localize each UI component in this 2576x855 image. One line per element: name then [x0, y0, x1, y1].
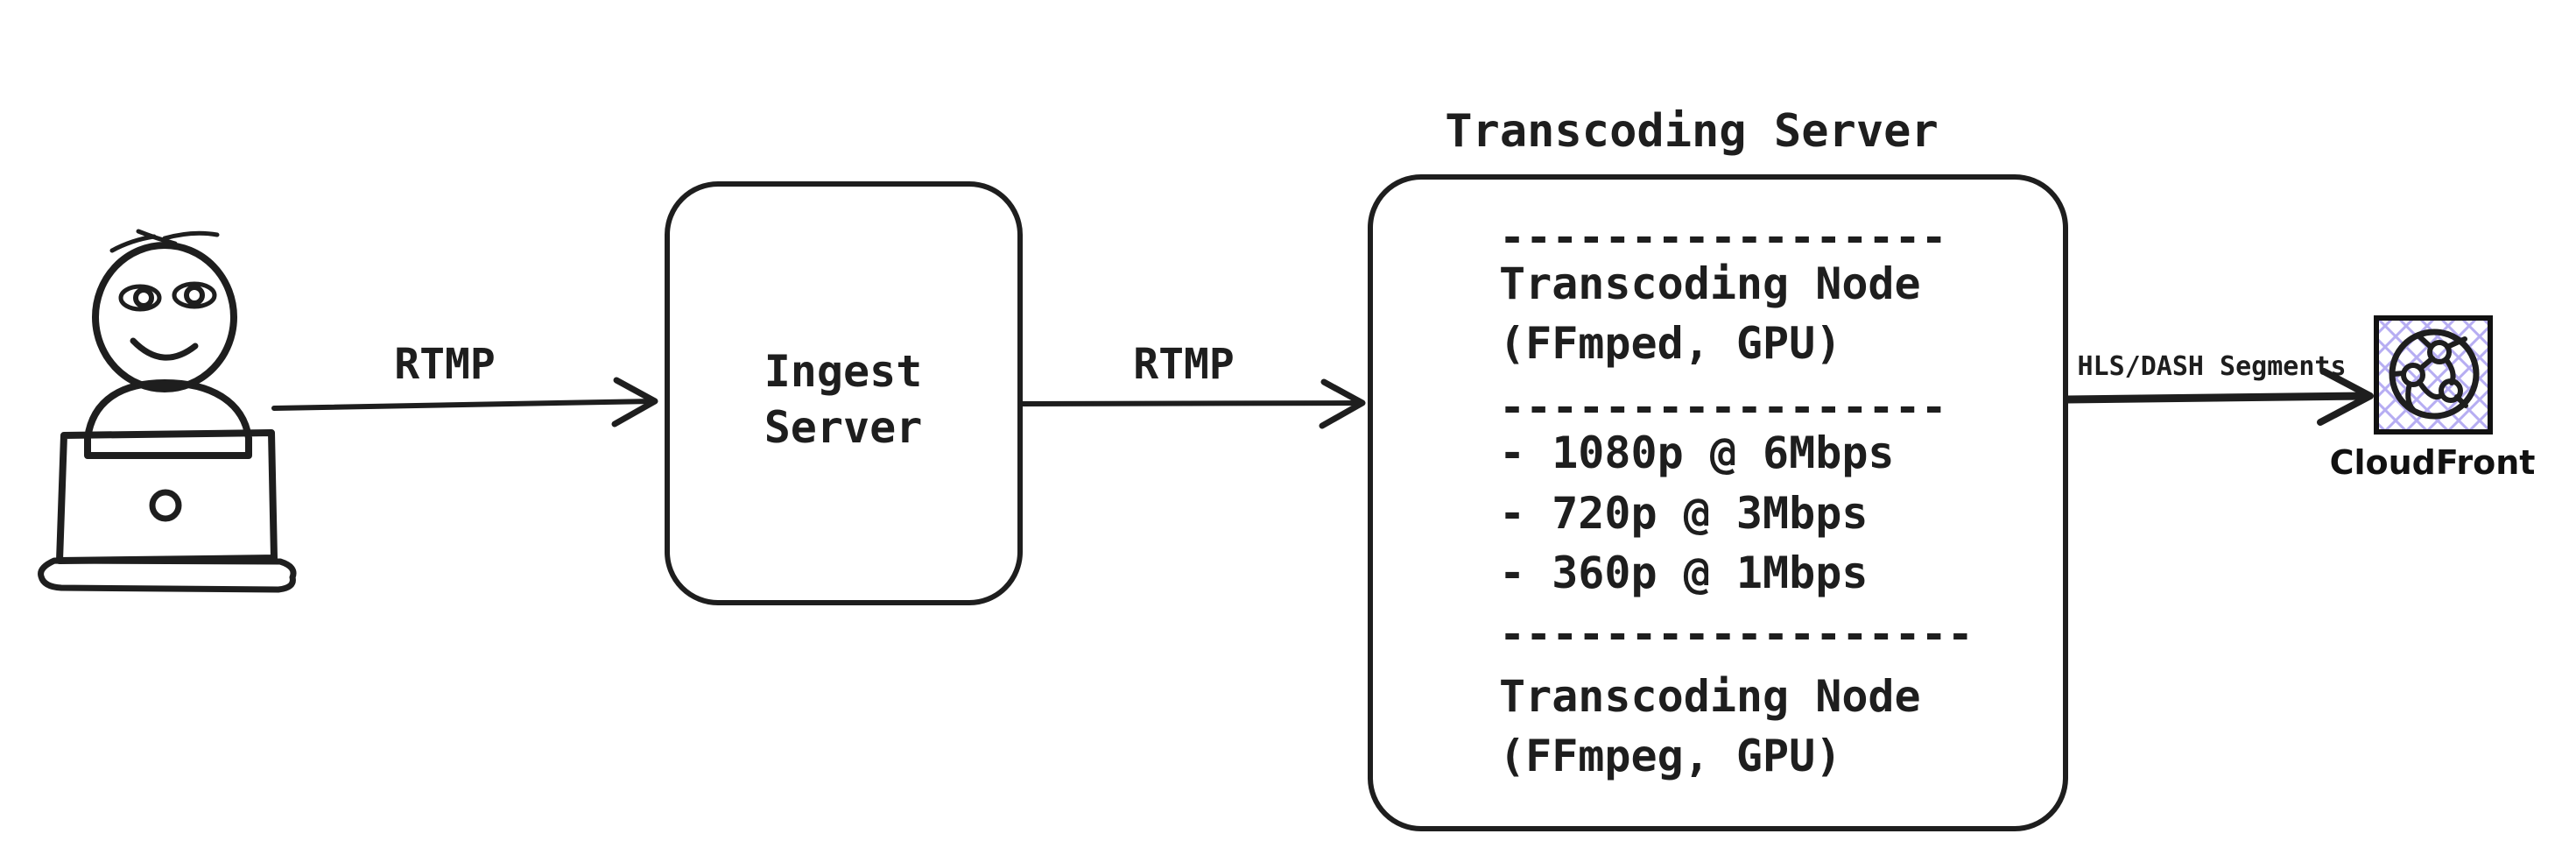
- arrow-shaft: [1019, 400, 1363, 406]
- globe-node: [2401, 363, 2425, 387]
- transcoding-node-1-detail: (FFmped, GPU): [1499, 318, 1841, 369]
- ingest-label-line2: Server: [764, 402, 923, 453]
- cloudfront-node: CloudFront: [2330, 315, 2536, 482]
- smile: [130, 337, 199, 361]
- transcoding-node-2-label: Transcoding Node: [1499, 671, 1921, 722]
- separator-line: -----------------: [1499, 382, 1947, 433]
- streamer-figure: [38, 229, 297, 593]
- transcoding-server-shape: [1368, 174, 2068, 831]
- hair-strand: [136, 229, 178, 246]
- hair-strand: [162, 230, 220, 241]
- rendition-360p: - 360p @ 1Mbps: [1499, 548, 1868, 598]
- cloudfront-label: CloudFront: [2330, 443, 2536, 482]
- globe-node: [2427, 340, 2452, 364]
- globe-link: [2445, 336, 2467, 350]
- edge-label-rtmp-2: RTMP: [1133, 340, 1235, 389]
- transcoding-server-box: Transcoding Server ----------------- Tra…: [1368, 105, 2068, 831]
- globe-node: [2439, 378, 2463, 403]
- transcoding-node-2-detail: (FFmpeg, GPU): [1499, 731, 1841, 781]
- cloudfront-box: [2374, 315, 2493, 435]
- transcoding-server-title: Transcoding Server: [1445, 105, 1939, 158]
- laptop-screen: [56, 429, 278, 564]
- separator-line: -----------------: [1499, 212, 1947, 263]
- right-eye: [172, 281, 217, 309]
- arrow-segments: HLS/DASH Segments: [2063, 351, 2374, 426]
- left-pupil: [133, 287, 154, 308]
- arrow-shaft: [271, 399, 656, 411]
- ingest-server-box: Ingest Server: [665, 181, 1023, 605]
- laptop-base: [38, 557, 297, 593]
- laptop-logo: [149, 489, 182, 522]
- arrowhead-icon: [1319, 378, 1366, 429]
- streamer-head: [92, 242, 237, 392]
- rendition-720p: - 720p @ 3Mbps: [1499, 488, 1868, 539]
- right-pupil: [184, 285, 205, 306]
- arrow-rtmp-2: RTMP: [1019, 340, 1366, 429]
- globe-link: [2405, 381, 2419, 415]
- edge-label-segments: HLS/DASH Segments: [2077, 351, 2346, 382]
- edge-label-rtmp-1: RTMP: [394, 340, 496, 389]
- separator-line: ------------------: [1499, 609, 1974, 660]
- ingest-server-shape: [665, 181, 1023, 605]
- arrowhead-icon: [611, 377, 658, 428]
- streamer-shirt: [84, 379, 252, 459]
- transcoding-node-1-label: Transcoding Node: [1499, 258, 1921, 309]
- left-eye: [118, 284, 162, 312]
- arrowhead-icon: [2317, 368, 2374, 426]
- rendition-1080p: - 1080p @ 6Mbps: [1499, 428, 1895, 478]
- globe-link: [2416, 333, 2433, 350]
- globe-network-icon: [2389, 329, 2480, 420]
- ingest-label-line1: Ingest: [764, 346, 923, 397]
- arrow-rtmp-1: RTMP: [271, 340, 658, 428]
- arrow-shaft: [2063, 392, 2372, 404]
